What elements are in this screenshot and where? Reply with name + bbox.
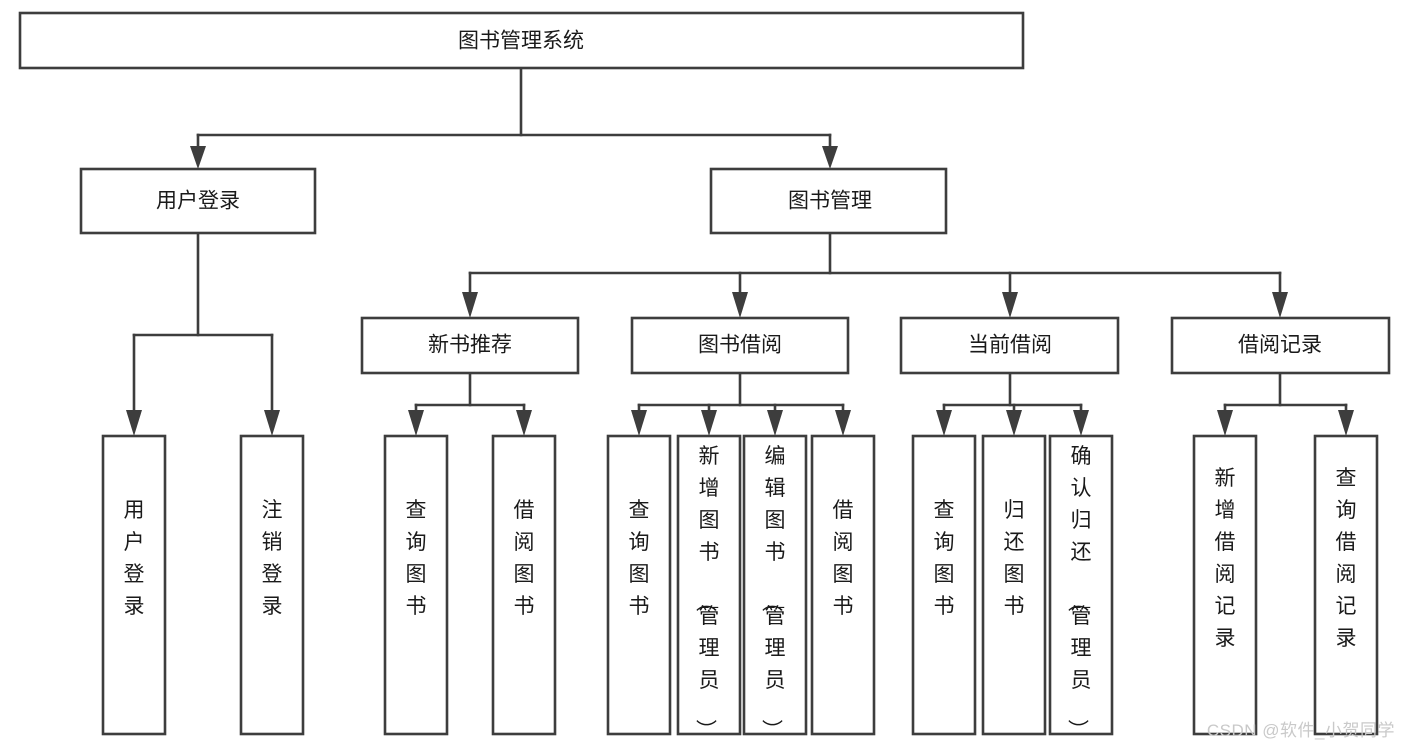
node-borrow-record-label: 借阅记录 — [1238, 334, 1322, 357]
node-book-borrow-box[interactable] — [630, 316, 850, 375]
connector-group-book-management — [462, 231, 1288, 318]
connector-group-current-borrow — [936, 371, 1089, 436]
node-leaf-logout-login-box[interactable] — [239, 434, 305, 736]
connector-group-book-borrow — [631, 371, 851, 436]
node-leaf-borrow-book-1[interactable]: 借阅图书 — [491, 434, 557, 736]
node-leaf-borrow-book-2-label: 借阅图书 — [833, 499, 854, 618]
node-book-management-label: 图书管理 — [788, 190, 872, 213]
arrow-head-new-book-recommend — [462, 292, 478, 318]
arrow-head-leaf-borrow-book-2 — [835, 410, 851, 436]
arrow-head-book-management — [822, 146, 838, 169]
node-leaf-add-book-box[interactable] — [676, 434, 742, 736]
arrow-head-leaf-edit-book — [767, 410, 783, 436]
node-leaf-add-book[interactable]: 新增图书（管理员） — [676, 434, 742, 740]
connector-group-new-book-recommend — [408, 371, 532, 436]
node-new-book-recommend[interactable]: 新书推荐 — [360, 316, 580, 375]
node-leaf-logout-login-label: 注销登录 — [262, 499, 283, 618]
node-leaf-user-login-box[interactable] — [101, 434, 167, 736]
node-leaf-borrow-book-2[interactable]: 借阅图书 — [810, 434, 876, 736]
node-leaf-query-book-3-label: 查询图书 — [934, 499, 955, 618]
arrow-head-leaf-confirm-return — [1073, 410, 1089, 436]
node-book-borrow[interactable]: 图书借阅 — [630, 316, 850, 375]
node-root-label: 图书管理系统 — [458, 30, 584, 53]
arrow-head-leaf-query-book-2 — [631, 410, 647, 436]
arrow-head-leaf-user-login — [126, 410, 142, 436]
arrow-head-user-login — [190, 146, 206, 169]
node-leaf-borrow-book-1-label: 借阅图书 — [514, 499, 535, 618]
node-leaf-logout-login[interactable]: 注销登录 — [239, 434, 305, 736]
node-leaf-borrow-book-2-box[interactable] — [810, 434, 876, 736]
arrow-head-leaf-return-book — [1006, 410, 1022, 436]
connector-group-root — [190, 66, 838, 169]
node-leaf-user-login[interactable]: 用户登录 — [101, 434, 167, 736]
arrow-head-leaf-query-book-3 — [936, 410, 952, 436]
arrow-head-leaf-logout-login — [264, 410, 280, 436]
arrow-head-borrow-record — [1272, 292, 1288, 318]
node-book-borrow-label: 图书借阅 — [698, 334, 782, 357]
node-book-management[interactable]: 图书管理 — [709, 167, 948, 235]
node-user-login-label: 用户登录 — [156, 190, 240, 213]
node-leaf-query-book-3[interactable]: 查询图书 — [911, 434, 977, 736]
node-root-box[interactable] — [18, 11, 1025, 70]
node-leaf-query-record-label: 查询借阅记录 — [1336, 467, 1357, 650]
node-book-management-box[interactable] — [709, 167, 948, 235]
arrow-head-leaf-query-book-1 — [408, 410, 424, 436]
node-leaf-return-book-label: 归还图书 — [1004, 499, 1025, 618]
node-leaf-query-book-3-box[interactable] — [911, 434, 977, 736]
arrow-head-leaf-borrow-book-1 — [516, 410, 532, 436]
node-leaf-add-record-label: 新增借阅记录 — [1215, 467, 1236, 650]
node-new-book-recommend-label: 新书推荐 — [428, 334, 512, 357]
node-current-borrow[interactable]: 当前借阅 — [899, 316, 1120, 375]
connector-group-user-login — [126, 231, 280, 436]
node-leaf-edit-book-label: 编辑图书（管理员） — [760, 445, 786, 740]
node-leaf-return-book-box[interactable] — [981, 434, 1047, 736]
node-leaf-add-record[interactable]: 新增借阅记录 — [1192, 434, 1258, 736]
node-leaf-query-book-1-label: 查询图书 — [406, 499, 427, 618]
node-leaf-confirm-return-box[interactable] — [1048, 434, 1114, 736]
node-new-book-recommend-box[interactable] — [360, 316, 580, 375]
arrow-head-book-borrow — [732, 292, 748, 318]
node-leaf-return-book[interactable]: 归还图书 — [981, 434, 1047, 736]
node-leaf-query-book-2-label: 查询图书 — [629, 499, 650, 618]
node-leaf-query-book-1[interactable]: 查询图书 — [383, 434, 449, 736]
node-leaf-confirm-return[interactable]: 确认归还（管理员） — [1048, 434, 1114, 740]
arrow-head-leaf-query-record — [1338, 410, 1354, 436]
node-leaf-user-login-label: 用户登录 — [124, 499, 145, 618]
node-borrow-record[interactable]: 借阅记录 — [1170, 316, 1391, 375]
node-user-login-box[interactable] — [79, 167, 317, 235]
node-leaf-edit-book[interactable]: 编辑图书（管理员） — [742, 434, 808, 740]
node-current-borrow-box[interactable] — [899, 316, 1120, 375]
node-leaf-confirm-return-label: 确认归还（管理员） — [1066, 445, 1092, 740]
node-leaf-add-record-box[interactable] — [1192, 434, 1258, 736]
node-leaf-edit-book-box[interactable] — [742, 434, 808, 736]
csdn-watermark: CSDN @软件_小贺同学 — [1206, 721, 1395, 740]
arrow-head-leaf-add-record — [1217, 410, 1233, 436]
arrow-head-current-borrow — [1002, 292, 1018, 318]
node-leaf-add-book-label: 新增图书（管理员） — [694, 445, 720, 740]
node-leaf-query-book-1-box[interactable] — [383, 434, 449, 736]
node-leaf-query-record[interactable]: 查询借阅记录 — [1313, 434, 1379, 736]
node-leaf-query-record-box[interactable] — [1313, 434, 1379, 736]
connector-group-borrow-record — [1217, 371, 1354, 436]
node-leaf-borrow-book-1-box[interactable] — [491, 434, 557, 736]
node-leaf-query-book-2-box[interactable] — [606, 434, 672, 736]
arrow-head-leaf-add-book — [701, 410, 717, 436]
node-current-borrow-label: 当前借阅 — [968, 334, 1052, 357]
node-leaf-query-book-2[interactable]: 查询图书 — [606, 434, 672, 736]
node-root[interactable]: 图书管理系统 — [18, 11, 1025, 70]
node-borrow-record-box[interactable] — [1170, 316, 1391, 375]
node-user-login[interactable]: 用户登录 — [79, 167, 317, 235]
